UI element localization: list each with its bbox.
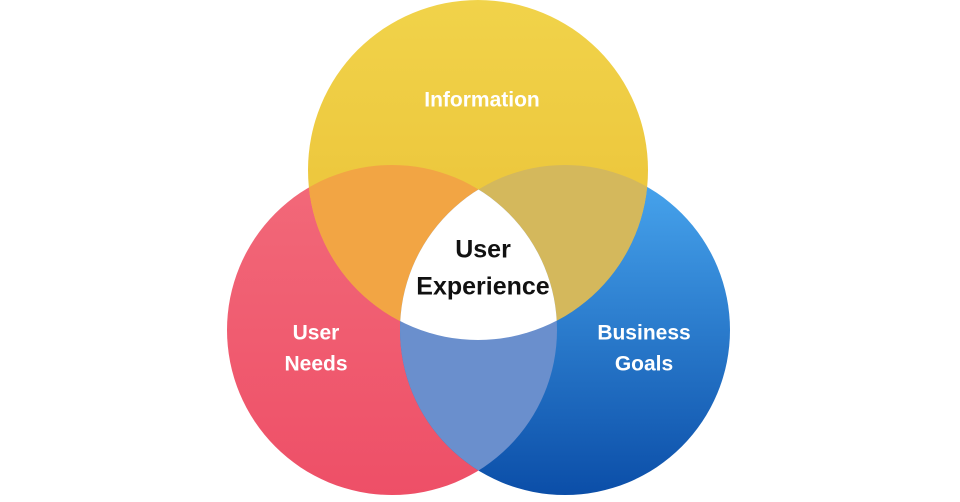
information-label: Information [424, 89, 540, 112]
user-experience-label-line2: Experience [416, 273, 550, 301]
business-goals-label-line2: Goals [615, 353, 673, 376]
overlap-center [400, 165, 557, 340]
user-needs-label-line1: User [293, 322, 340, 345]
user-needs-label-line2: Needs [284, 353, 347, 376]
business-goals-label-line1: Business [597, 322, 690, 345]
user-experience-label-line1: User [455, 236, 511, 264]
